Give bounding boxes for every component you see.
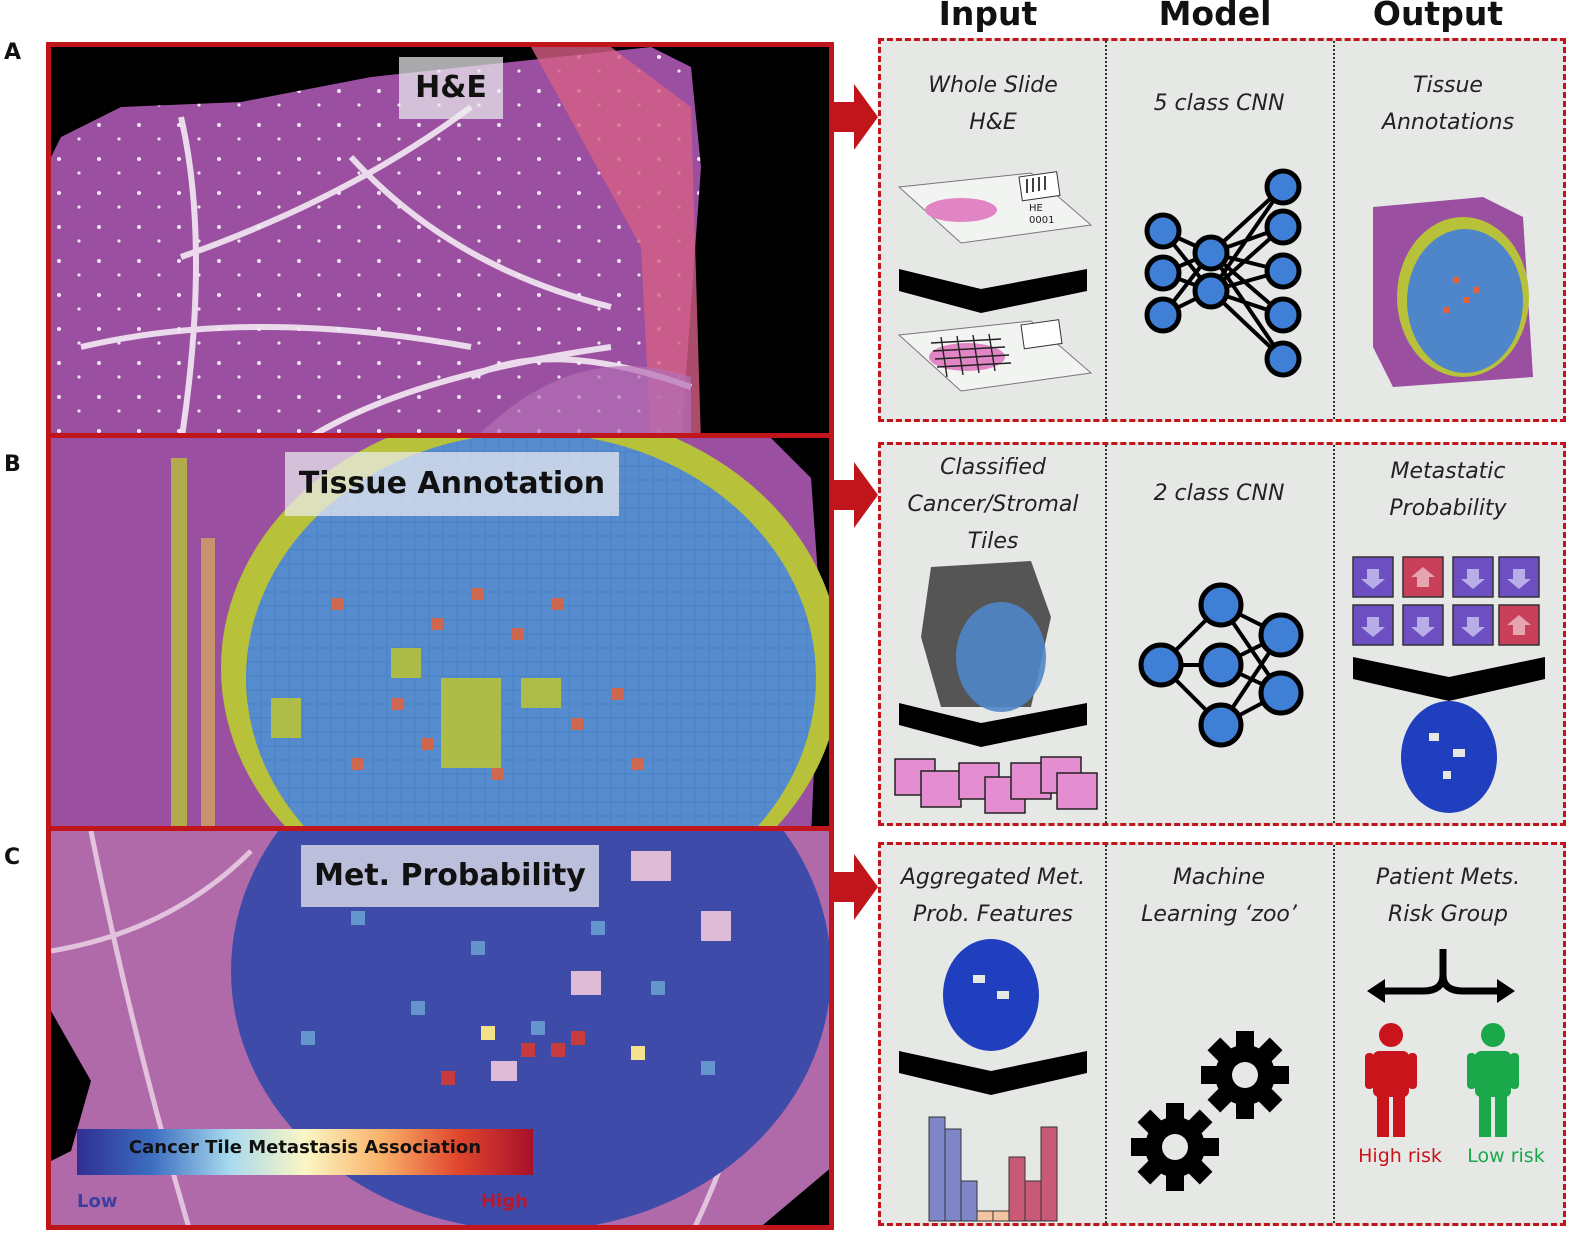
gears-icon: [1131, 1031, 1289, 1191]
met-probability-label: Met. Probability: [301, 845, 599, 907]
cnn-5-class-icon: [1144, 168, 1302, 378]
low-risk-person-icon: [1467, 1023, 1519, 1137]
slide-text-id: 0001: [1029, 215, 1054, 226]
colorbar-high: High: [481, 1191, 528, 1212]
row-letter-b: B: [4, 452, 21, 477]
caption-classified-tiles: Classified Cancer/Stromal Tiles: [907, 455, 1079, 554]
tissue-annotations-thumbnail: [1373, 197, 1533, 387]
column-header-output: Output: [1372, 0, 1504, 33]
flow-row-a: Whole Slide H&E HE 0001 5 class CNN: [878, 38, 1566, 422]
he-label: H&E: [399, 57, 503, 119]
cell-b-output: Metastatic Probability: [1333, 445, 1563, 823]
cell-a-input: Whole Slide H&E HE 0001: [881, 41, 1105, 419]
column-header-model: Model: [1158, 0, 1272, 33]
caption-ml-zoo: Machine Learning ‘zoo’: [1141, 865, 1297, 927]
flow-row-b: Classified Cancer/Stromal Tiles 2 class …: [878, 442, 1566, 826]
cell-c-model: Machine Learning ‘zoo’: [1105, 845, 1333, 1223]
met-probability-image: [51, 831, 829, 1225]
row-letter-a: A: [4, 40, 22, 65]
caption-risk-group: Patient Mets. Risk Group: [1375, 865, 1521, 927]
caption-aggregated-features: Aggregated Met. Prob. Features: [900, 865, 1086, 927]
split-arrow-icon: [1365, 949, 1519, 1137]
colorbar-title: Cancer Tile Metastasis Association: [128, 1137, 482, 1158]
met-probability-panel: Met. Probability Cancer Tile Metastasis …: [46, 826, 834, 1230]
he-tissue-image: [51, 47, 701, 433]
slide-tiling-icon: HE 0001: [897, 171, 1093, 392]
tile-probability-icon: [1352, 556, 1545, 813]
classified-tiles-icon: [894, 561, 1098, 814]
cell-b-input: Classified Cancer/Stromal Tiles: [881, 445, 1105, 823]
cell-b-model: 2 class CNN: [1105, 445, 1333, 823]
colorbar: [77, 1129, 533, 1175]
cell-c-output: Patient Mets. Risk Group High risk Low r…: [1333, 845, 1563, 1223]
he-image-panel: H&E: [46, 42, 834, 438]
cnn-2-class-icon: [1138, 582, 1304, 748]
slide-text-he: HE: [1029, 203, 1043, 214]
row-letter-c: C: [4, 845, 21, 870]
colorbar-low: Low: [77, 1191, 118, 1212]
caption-metastatic-probability: Metastatic Probability: [1389, 459, 1507, 521]
caption-whole-slide: Whole Slide H&E: [928, 73, 1058, 135]
tissue-annotation-label: Tissue Annotation: [285, 452, 619, 516]
high-risk-person-icon: [1365, 1023, 1417, 1137]
caption-tissue-annotations: Tissue Annotations: [1381, 73, 1515, 135]
cell-a-output: Tissue Annotations: [1333, 41, 1563, 419]
arrow-b-icon: [832, 462, 878, 528]
arrow-c-icon: [832, 854, 878, 920]
tissue-annotation-panel: Tissue Annotation: [46, 433, 834, 831]
flow-row-c: Aggregated Met. Prob. Features Machine L…: [878, 842, 1566, 1226]
column-header-input: Input: [938, 0, 1038, 33]
caption-5-class-cnn: 5 class CNN: [1153, 91, 1285, 116]
aggregated-histogram-icon: [899, 939, 1087, 1222]
cell-a-model: 5 class CNN: [1105, 41, 1333, 419]
caption-2-class-cnn: 2 class CNN: [1153, 481, 1285, 506]
high-risk-label: High risk: [1358, 1145, 1442, 1167]
cell-c-input: Aggregated Met. Prob. Features: [881, 845, 1105, 1223]
low-risk-label: Low risk: [1467, 1145, 1545, 1167]
arrow-a-icon: [832, 84, 878, 150]
